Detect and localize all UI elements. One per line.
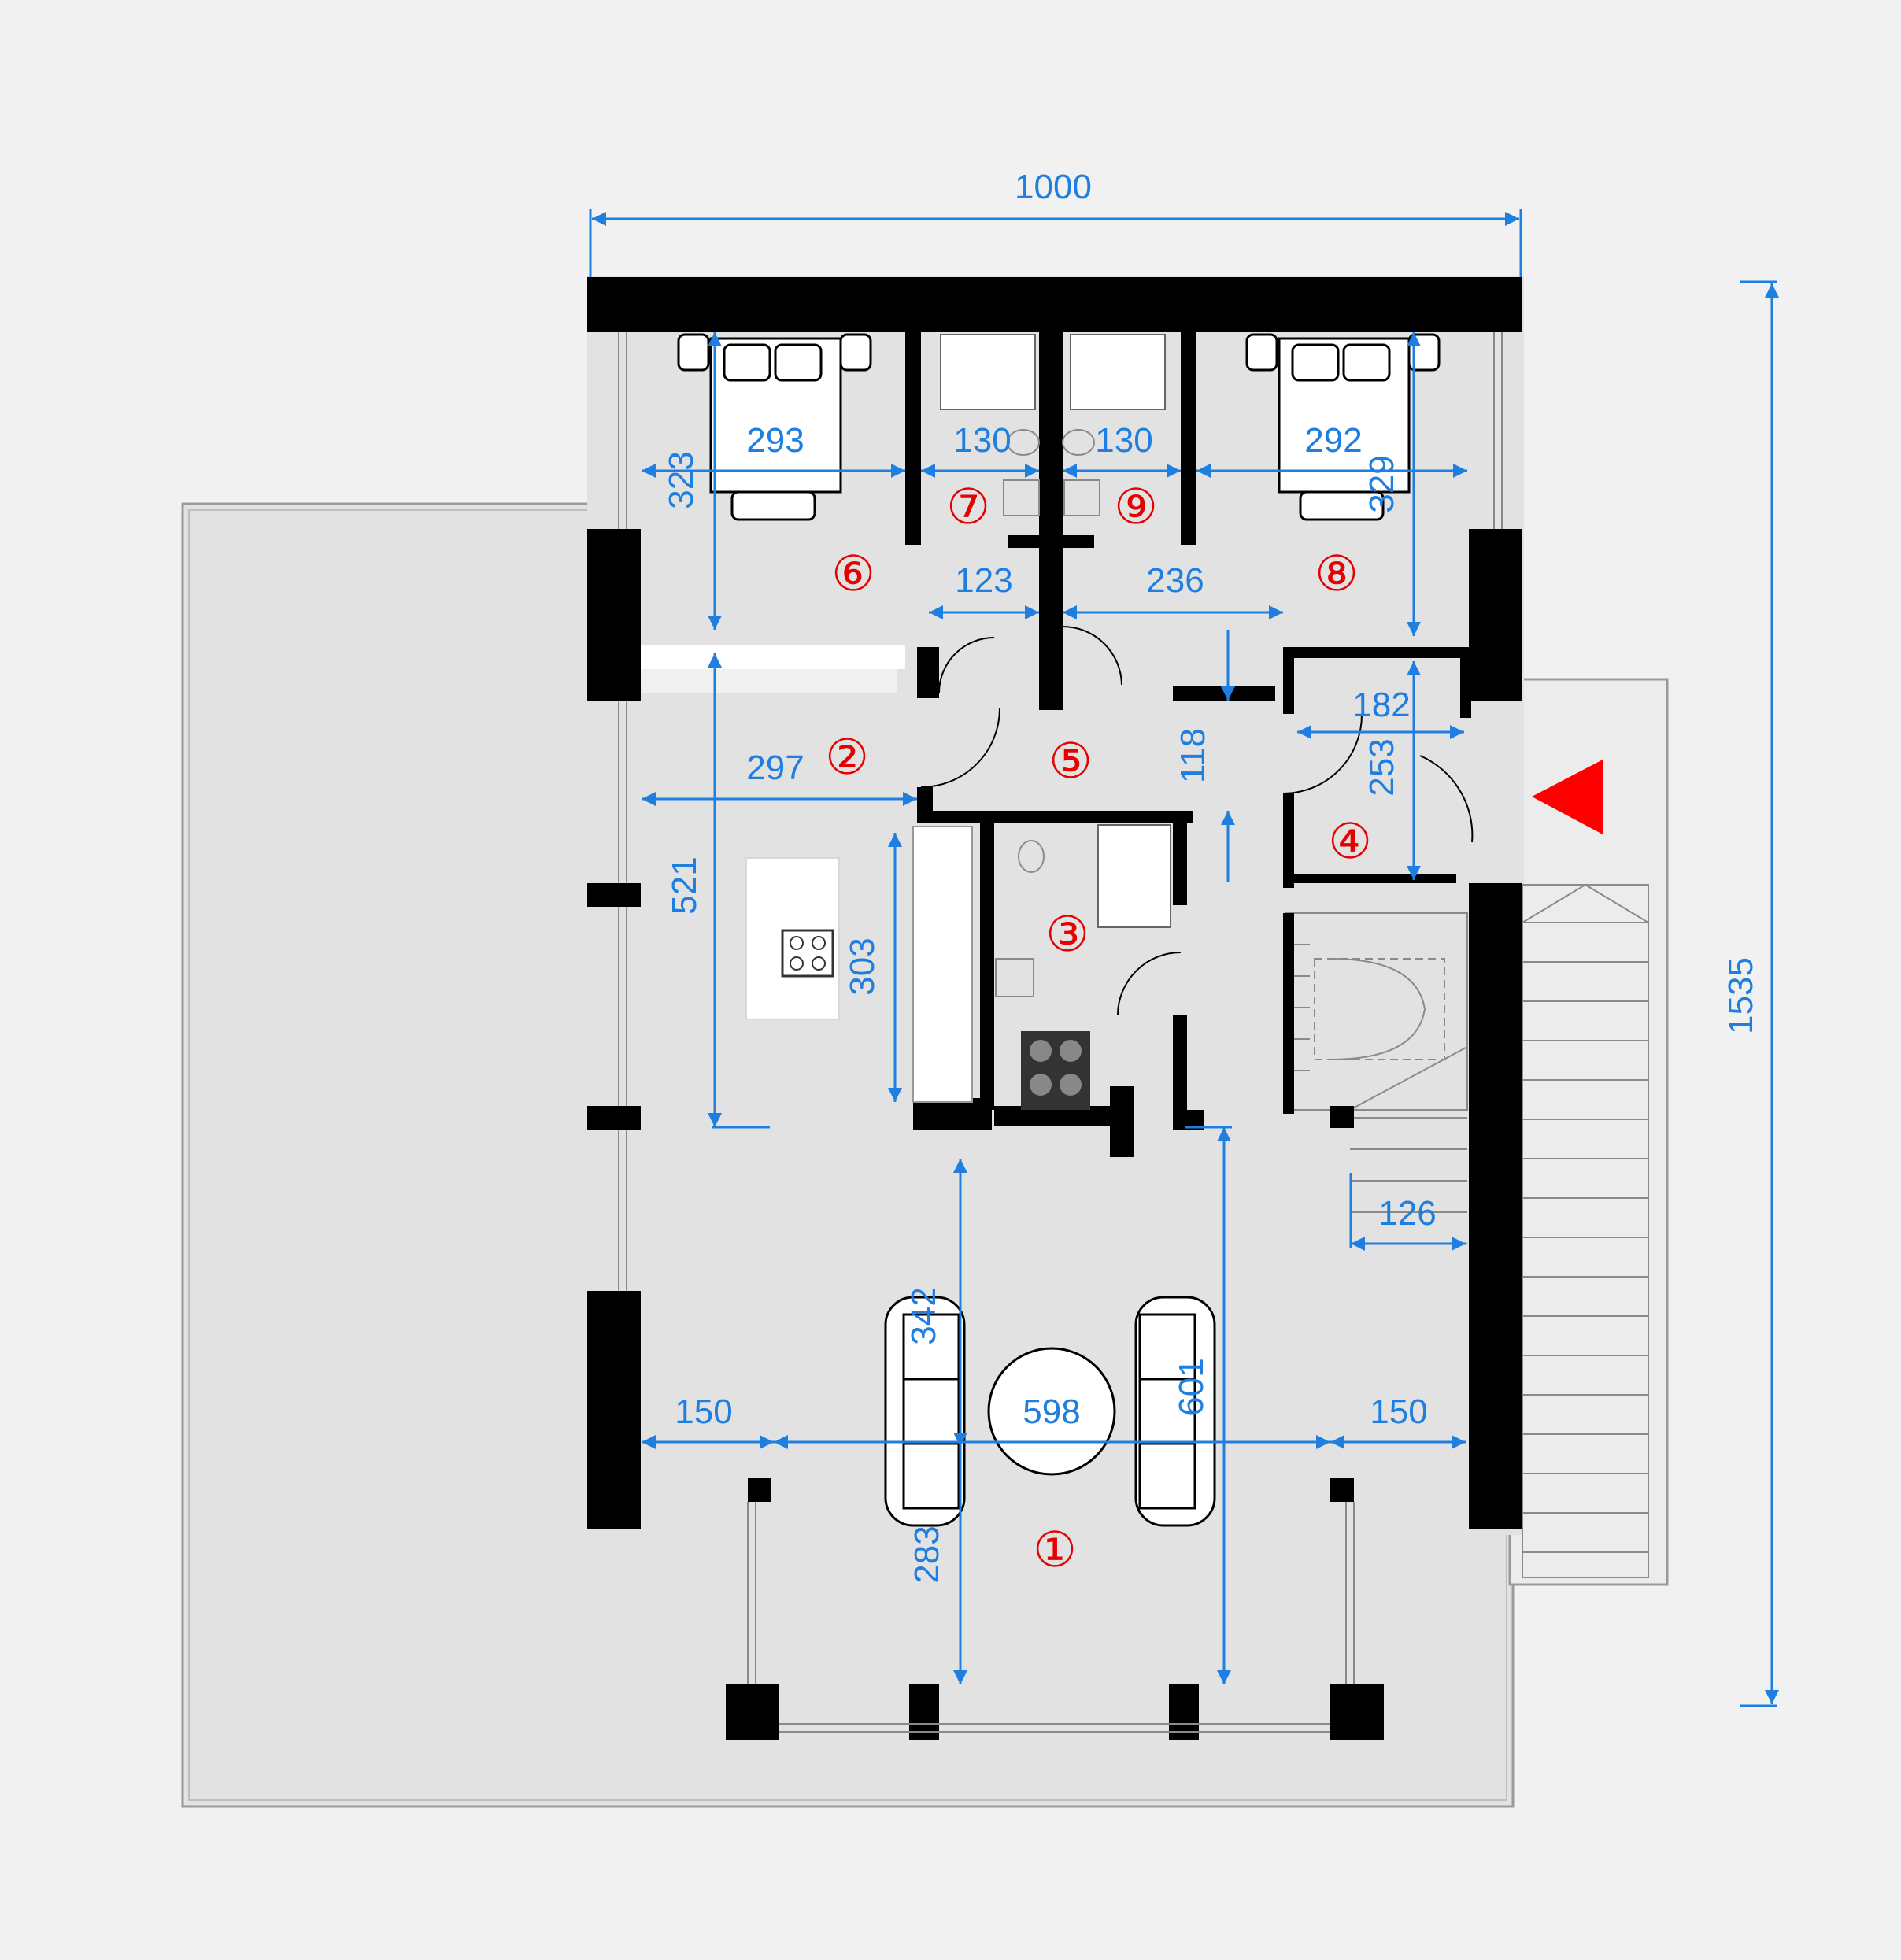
- right-margin-label: 150: [1370, 1392, 1427, 1431]
- stair-width-label: 126: [1378, 1194, 1436, 1233]
- living-height-label: 342: [904, 1287, 943, 1344]
- room-number-5: ⑤: [1049, 735, 1093, 789]
- left-margin-label: 150: [675, 1392, 732, 1431]
- entry-width-label: 182: [1352, 686, 1410, 724]
- bath7-width-label: 130: [953, 421, 1011, 460]
- bedroom6-height-label: 323: [662, 451, 701, 508]
- room-number-2: ②: [825, 731, 869, 785]
- toilet-icon: [1007, 429, 1095, 873]
- room-number-6: ⑥: [831, 548, 875, 601]
- bedroom6-width-label: 293: [746, 421, 804, 460]
- hall-left-label: 123: [955, 561, 1012, 600]
- room-number-9: ⑨: [1114, 481, 1158, 534]
- sofa-icon: [1134, 1296, 1216, 1527]
- hall-right-label: 236: [1146, 561, 1204, 600]
- kitchen-island: [745, 826, 973, 1103]
- terrace-depth-label: 283: [908, 1525, 946, 1583]
- room-number-4: ④: [1328, 815, 1372, 869]
- living-width-label: 598: [1023, 1392, 1080, 1431]
- corridor-height-label: 118: [1174, 728, 1212, 783]
- entrance-arrow-icon: [1532, 760, 1603, 834]
- shower-icon: [940, 334, 1171, 928]
- room-number-3: ③: [1045, 908, 1089, 962]
- windows: [618, 332, 1503, 1733]
- staircase-icon: [1285, 912, 1468, 1244]
- cooktop-icon: [781, 929, 1090, 1110]
- dimension-lines: [589, 209, 1779, 1707]
- overall-height-label: 1535: [1722, 957, 1760, 1034]
- walls: [587, 277, 1522, 1740]
- sofa-icon: [884, 1296, 966, 1527]
- entry-height-label: 253: [1363, 738, 1401, 796]
- kitchen-width-label: 297: [746, 749, 804, 787]
- room-number-1: ①: [1033, 1524, 1077, 1577]
- counter-length-label: 303: [843, 937, 882, 995]
- room-number-7: ⑦: [946, 481, 990, 534]
- bedroom8-width-label: 292: [1304, 421, 1362, 460]
- kitchen-height-label: 521: [665, 856, 704, 914]
- room-number-8: ⑧: [1315, 548, 1359, 601]
- living-depth-label: 601: [1172, 1358, 1211, 1415]
- bath9-width-label: 130: [1095, 421, 1152, 460]
- exterior-staircase: [1522, 883, 1649, 1578]
- bedroom8-height-label: 329: [1363, 455, 1401, 512]
- overall-width-label: 1000: [1015, 168, 1092, 206]
